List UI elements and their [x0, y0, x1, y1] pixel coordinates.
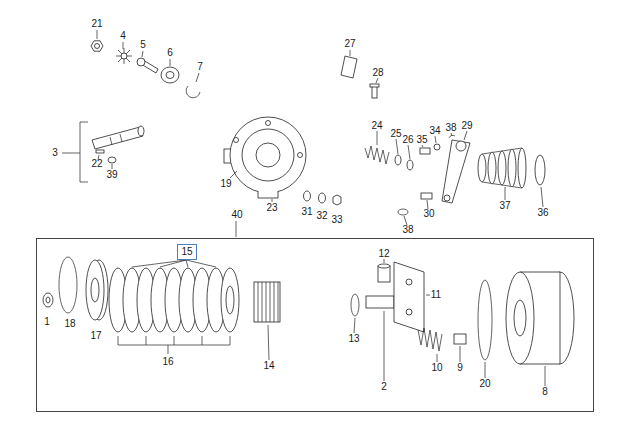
callout-number: 32 [316, 211, 327, 221]
assembly-group-box: 4015 [36, 238, 594, 412]
callout-number: 13 [348, 334, 359, 344]
callout-number: 39 [106, 170, 117, 180]
callout-number: 17 [90, 331, 101, 341]
callout-number: 28 [372, 68, 383, 78]
callout-number: 9 [457, 363, 463, 373]
callout-number: 38 [402, 225, 413, 235]
callout-number: 31 [301, 207, 312, 217]
callout-number: 40 [231, 210, 242, 220]
callout-number: 21 [91, 19, 102, 29]
callout-number: 8 [542, 387, 548, 397]
callout-box: 15 [177, 244, 197, 260]
callout-number: 12 [378, 249, 389, 259]
callout-number: 27 [344, 39, 355, 49]
callout-number: 6 [167, 48, 173, 58]
callout-number: 15 [181, 247, 193, 257]
callout-number: 7 [197, 62, 203, 72]
callout-number: 10 [431, 363, 442, 373]
callout-number: 34 [429, 126, 440, 136]
callout-number: 20 [479, 379, 490, 389]
callout-number: 30 [423, 209, 434, 219]
callout-number: 35 [416, 135, 427, 145]
callout-number: 38 [445, 123, 456, 133]
callout-number: 11 [431, 290, 441, 300]
callout-number: 14 [263, 361, 274, 371]
callout-number: 33 [331, 215, 342, 225]
callout-number: 24 [371, 121, 382, 131]
callout-number: 22 [91, 159, 102, 169]
callout-number: 5 [140, 40, 146, 50]
callout-number: 4 [120, 31, 126, 41]
callout-number: 2 [381, 382, 387, 392]
callout-number: 29 [461, 121, 472, 131]
callout-number: 18 [64, 319, 75, 329]
callout-number: 36 [537, 208, 548, 218]
callout-number: 37 [499, 201, 510, 211]
callout-number: 16 [162, 357, 173, 367]
callout-number: 1 [44, 317, 50, 327]
callout-number: 26 [402, 135, 413, 145]
callout-number: 19 [220, 179, 231, 189]
callout-number: 25 [390, 129, 401, 139]
callout-number: 3 [52, 148, 58, 158]
callout-number: 23 [266, 203, 277, 213]
